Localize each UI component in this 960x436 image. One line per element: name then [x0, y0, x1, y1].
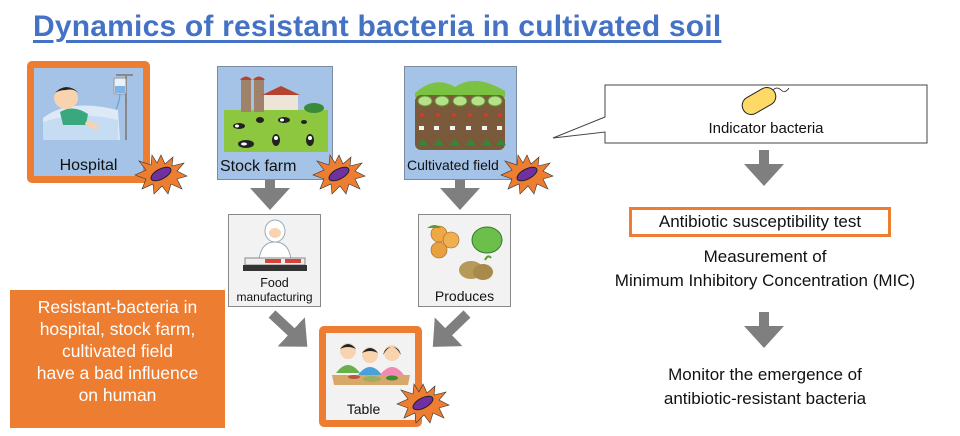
indicator-bacteria-label: Indicator bacteria: [708, 120, 824, 137]
note-line: hospital, stock farm,: [39, 319, 196, 339]
food-manufacturing-label-1: Food: [260, 276, 289, 290]
indicator-callout: [552, 84, 928, 144]
cultivated-field-card: Cultivated field: [404, 66, 517, 180]
resistant-bacteria-icon-hospital: [134, 154, 188, 195]
page-title: Dynamics of resistant bacteria in cultiv…: [33, 10, 722, 43]
stock-farm-label: Stock farm: [220, 158, 297, 175]
resistant-bacteria-note: Resistant-bacteria in hospital, stock fa…: [10, 290, 225, 428]
note-line: on human: [78, 385, 157, 405]
monitor-line-1: Monitor the emergence of: [668, 365, 862, 384]
hospital-label: Hospital: [59, 157, 118, 174]
stock-farm-card: Stock farm: [217, 66, 333, 180]
resistant-bacteria-icon-cultivated-field: [500, 154, 554, 195]
note-line: cultivated field: [62, 341, 173, 361]
table-label: Table: [346, 401, 381, 417]
arrow-food-to-table: [268, 310, 308, 347]
table-card: Table: [319, 326, 422, 427]
family-eating-icon: [332, 343, 410, 385]
cultivated-field-label: Cultivated field: [407, 157, 499, 173]
stock-farm-icon: [224, 76, 328, 152]
hospital-patient-icon: [38, 70, 138, 145]
arrow-produces-to-table: [432, 310, 471, 347]
note-line: have a bad influence: [36, 363, 199, 383]
food-worker-icon: [243, 219, 307, 271]
food-manufacturing-label-2: manufacturing: [236, 290, 313, 304]
produces-card: Produces: [418, 214, 511, 307]
resistant-bacteria-icon-stock-farm: [312, 154, 366, 195]
measurement-line-2: Minimum Inhibitory Concentration (MIC): [614, 271, 916, 290]
vegetables-icon: [427, 225, 503, 280]
cultivated-field-icon: [415, 80, 506, 150]
measurement-line-1: Measurement of: [703, 247, 827, 266]
note-line: Resistant-bacteria in: [37, 297, 198, 317]
monitor-line-2: antibiotic-resistant bacteria: [663, 389, 867, 408]
produces-label: Produces: [434, 288, 495, 304]
indicator-bacteria-icon: [741, 87, 790, 115]
resistant-bacteria-icon-table: [396, 383, 450, 424]
food-manufacturing-card: Food manufacturing: [228, 214, 321, 307]
hospital-card: Hospital: [27, 61, 150, 183]
antibiotic-susceptibility-test-box: Antibiotic susceptibility test: [629, 207, 891, 237]
